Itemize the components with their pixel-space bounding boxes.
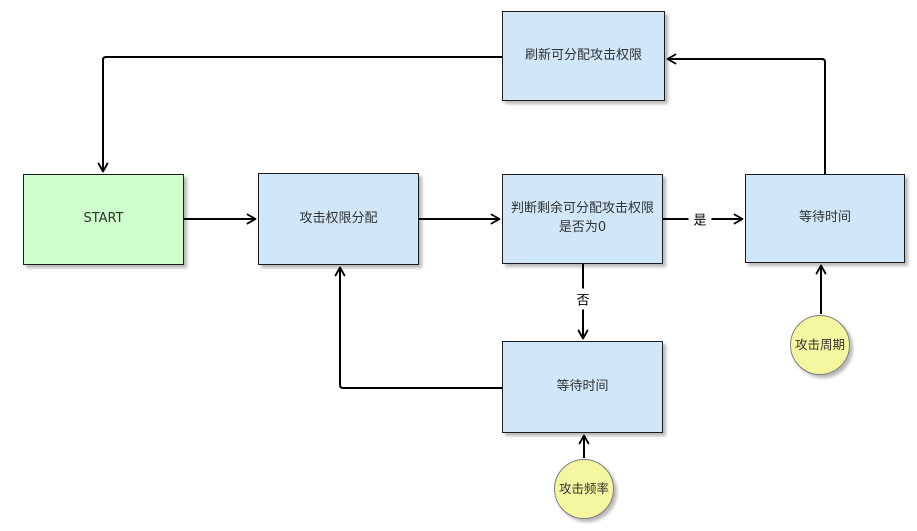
node-attack-frequency-label: 攻击频率: [558, 480, 609, 496]
node-judge-remaining-permissions-label: 判断剩余可分配攻击权限是否为0: [510, 201, 654, 235]
node-wait-time-bottom: 等待时间: [502, 341, 663, 433]
edge-wait-yes-to-refresh: [666, 53, 826, 174]
node-wait-time-right: 等待时间: [745, 174, 905, 263]
edge-refresh-to-start: [97, 56, 502, 173]
node-refresh-permissions: 刷新可分配攻击权限: [502, 11, 665, 101]
node-attack-cycle: 攻击周期: [790, 315, 850, 375]
node-wait-time-right-label: 等待时间: [798, 210, 851, 226]
node-attack-permission-allocation: 攻击权限分配: [258, 173, 419, 265]
node-start: START: [23, 174, 184, 265]
edge-wait-no-to-allocate: [334, 266, 502, 389]
edge-label-no: 否: [571, 288, 595, 310]
node-attack-cycle-label: 攻击周期: [794, 336, 845, 352]
node-attack-permission-allocation-label: 攻击权限分配: [299, 210, 378, 226]
node-start-label: START: [83, 211, 124, 227]
node-wait-time-bottom-label: 等待时间: [556, 378, 609, 394]
node-refresh-permissions-label: 刷新可分配攻击权限: [524, 47, 642, 63]
node-attack-frequency: 攻击频率: [554, 459, 614, 519]
node-judge-remaining-permissions: 判断剩余可分配攻击权限是否为0: [502, 174, 663, 264]
edge-label-yes: 是: [688, 208, 712, 230]
